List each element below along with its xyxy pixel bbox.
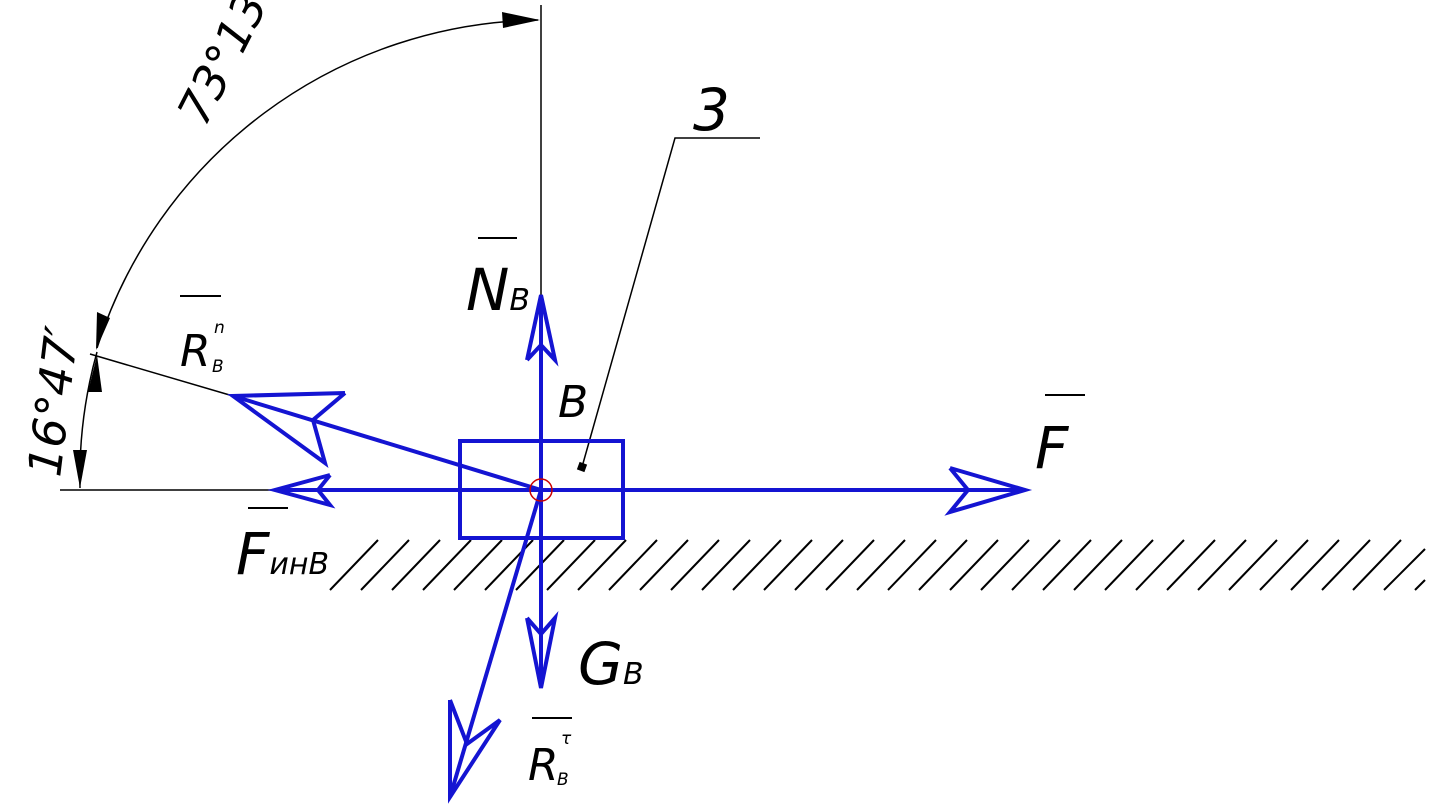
force-reaction-t-label: R xyxy=(528,740,559,791)
arc-arrowhead-left-lower xyxy=(88,355,102,392)
part-number-label: 3 xyxy=(693,76,730,144)
hatch-line xyxy=(1290,539,1340,591)
hatch-line xyxy=(763,539,813,591)
force-gravity-label: GB xyxy=(578,630,644,698)
hatch-line xyxy=(360,539,410,591)
hatch-line xyxy=(1228,539,1278,591)
hatch-line xyxy=(887,539,937,591)
force-reaction-n-label: R xyxy=(180,326,211,377)
hatch-line xyxy=(1073,539,1123,591)
angle-label-upper: 73°13′ xyxy=(167,0,284,133)
force-reaction-n-sup: n xyxy=(214,318,225,338)
force-normal-label: NB xyxy=(466,256,530,324)
hatch-line xyxy=(1166,539,1216,591)
force-gravity-arrowhead xyxy=(525,611,559,689)
hatch-line xyxy=(949,539,999,591)
force-inertia-arrowhead xyxy=(267,473,336,509)
force-reaction-n-shaft xyxy=(232,394,542,492)
point-label: B xyxy=(558,377,588,428)
construction-lines xyxy=(60,5,760,491)
part-leader-line xyxy=(581,137,760,468)
hatch-line xyxy=(546,539,596,591)
hatch-line xyxy=(1197,539,1247,591)
vector-overbars xyxy=(180,237,1085,719)
hatch-line xyxy=(391,539,441,591)
force-reaction-t-sup: τ xyxy=(561,729,572,749)
hatch-line xyxy=(1414,579,1426,591)
force-reaction-n-arrowhead xyxy=(227,391,347,469)
force-reaction-n-sub: B xyxy=(212,357,224,377)
hatch-line xyxy=(825,539,875,591)
hatch-line xyxy=(1321,539,1371,591)
hatch-line xyxy=(453,539,503,591)
force-vectors xyxy=(227,294,1033,804)
force-normal-arrowhead xyxy=(525,294,559,367)
arc-arrowhead-top xyxy=(502,12,540,28)
reaction-n-extension-line xyxy=(89,353,234,397)
leader-dot xyxy=(576,461,588,473)
hatch-line xyxy=(1104,539,1154,591)
hatch-line xyxy=(1352,539,1402,591)
hatch-line xyxy=(608,539,658,591)
hatch-line xyxy=(856,539,906,591)
hatch-line xyxy=(794,539,844,591)
arc-arrowhead-bottom xyxy=(73,450,87,488)
hatch-line xyxy=(701,539,751,591)
hatch-line xyxy=(577,539,627,591)
hatch-line xyxy=(918,539,968,591)
hatch-line xyxy=(732,539,782,591)
hatch-line xyxy=(329,539,379,591)
hatch-line xyxy=(1011,539,1061,591)
hatch-line xyxy=(1042,539,1092,591)
force-reaction-t-shaft xyxy=(448,489,543,798)
ground-hatching xyxy=(329,539,1426,591)
force-reaction-t-sub: B xyxy=(557,770,569,790)
angle-arc-73 xyxy=(96,19,539,349)
hatch-line xyxy=(422,539,472,591)
hatch-line xyxy=(670,539,720,591)
center-point-mark xyxy=(529,478,553,502)
arc-arrowhead-left-upper xyxy=(96,312,110,350)
force-inertia-label: FинB xyxy=(236,520,329,588)
force-reaction-t-arrowhead xyxy=(448,699,502,804)
force-driving-label: F xyxy=(1035,414,1070,482)
force-f-arrowhead xyxy=(944,466,1033,516)
hatch-line xyxy=(639,539,689,591)
dimension-arrowheads xyxy=(73,12,588,488)
hatch-line xyxy=(1383,548,1426,591)
hatch-line xyxy=(980,539,1030,591)
hatch-line xyxy=(1135,539,1185,591)
hatch-line xyxy=(1259,539,1309,591)
